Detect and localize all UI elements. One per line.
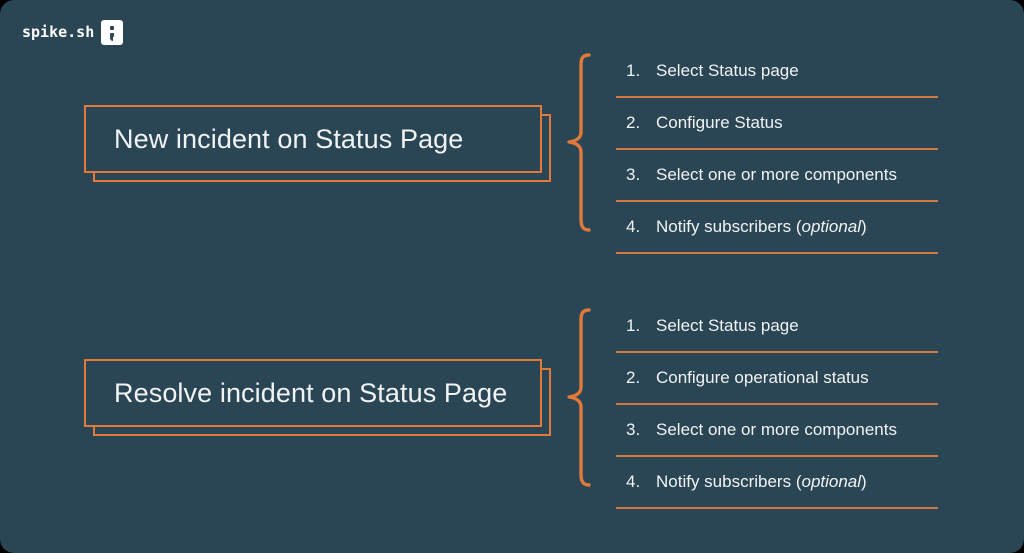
title-box-outline: New incident on Status Page [84, 105, 542, 173]
step-label-optional: optional [801, 472, 862, 491]
curly-brace-new-incident [567, 53, 591, 232]
step-label: Configure Status [656, 113, 783, 132]
step-number: 4. [626, 217, 641, 236]
curly-brace-resolve-incident [567, 308, 591, 487]
semicolon-dot [110, 25, 115, 30]
flow-title-box-new-incident: New incident on Status Page [84, 105, 551, 182]
list-item[interactable]: 2. Configure operational status [616, 353, 938, 405]
list-item[interactable]: 1. Select Status page [616, 46, 938, 98]
list-item[interactable]: 4. Notify subscribers (optional) [616, 202, 938, 254]
title-box-outline: Resolve incident on Status Page [84, 359, 542, 427]
list-item[interactable]: 3. Select one or more components [616, 150, 938, 202]
step-label: Select one or more components [656, 165, 897, 184]
semicolon-tail [110, 32, 115, 41]
step-label: Select Status page [656, 316, 799, 335]
step-number: 1. [626, 316, 641, 335]
list-item[interactable]: 4. Notify subscribers (optional) [616, 457, 938, 509]
step-number: 1. [626, 61, 641, 80]
step-number: 2. [626, 113, 641, 132]
step-label: Select one or more components [656, 420, 897, 439]
semicolon-icon [101, 19, 124, 45]
step-number: 4. [626, 472, 641, 491]
step-label: Notify subscribers (optional) [656, 472, 867, 491]
step-number: 3. [626, 420, 641, 439]
brand-name: spike.sh [22, 22, 95, 41]
step-number: 3. [626, 165, 641, 184]
flow-title-box-resolve-incident: Resolve incident on Status Page [84, 359, 551, 436]
step-label: Select Status page [656, 61, 799, 80]
step-label-optional: optional [801, 217, 862, 236]
flow-title: New incident on Status Page [114, 123, 464, 154]
list-item[interactable]: 3. Select one or more components [616, 405, 938, 457]
step-list-resolve-incident: 1. Select Status page 2. Configure opera… [616, 301, 938, 509]
flow-title: Resolve incident on Status Page [114, 377, 508, 408]
brand-logo: spike.sh [22, 19, 124, 45]
step-label: Notify subscribers (optional) [656, 217, 867, 236]
step-number: 2. [626, 368, 641, 387]
list-item[interactable]: 1. Select Status page [616, 301, 938, 353]
list-item[interactable]: 2. Configure Status [616, 98, 938, 150]
step-label: Configure operational status [656, 368, 869, 387]
step-list-new-incident: 1. Select Status page 2. Configure Statu… [616, 46, 938, 254]
